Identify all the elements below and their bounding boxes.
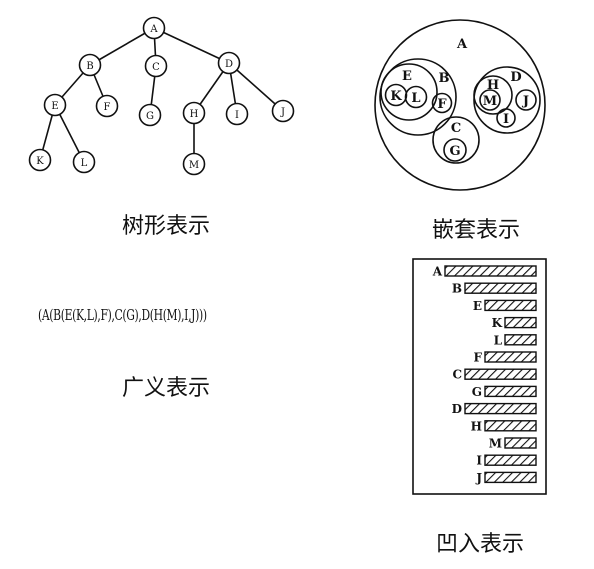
tree-edge-a-d xyxy=(153,27,230,64)
nested-label-a: A xyxy=(456,37,468,52)
nested-caption: 嵌套表示 xyxy=(431,218,521,243)
indented-bar-b xyxy=(464,282,537,294)
tree-node-d xyxy=(217,51,241,75)
tree-node-label-j: J xyxy=(280,107,285,118)
generalized-list-text: (A(B(E(K,L),F),C(G),D(H(M),I,J))) xyxy=(38,306,207,324)
indented-bar-c xyxy=(464,368,537,380)
tree-node-h xyxy=(182,101,206,125)
indented-label-j: J xyxy=(475,471,482,485)
nested-label-i: I xyxy=(503,112,509,127)
tree-node-label-b: B xyxy=(86,61,93,72)
nested-label-d: D xyxy=(510,70,521,85)
nested-circle-e xyxy=(380,63,438,121)
indented-bar-j xyxy=(484,471,537,484)
tree-node-label-a: A xyxy=(149,24,158,35)
tree-node-g xyxy=(138,103,162,127)
tree-node-k xyxy=(28,148,52,172)
nested-label-l: L xyxy=(411,91,420,106)
nested-circle-f xyxy=(431,92,453,114)
indented-bar-m xyxy=(504,437,537,449)
indented-bar-e xyxy=(484,299,537,312)
nested-label-k: K xyxy=(390,89,402,104)
nested-circle-i xyxy=(496,108,516,128)
tree-node-label-f: F xyxy=(104,102,111,113)
nested-circle-j xyxy=(515,89,537,111)
tree-edge-a-b xyxy=(89,27,155,66)
tree-node-a xyxy=(142,16,166,40)
tree-view: A B C D E F G H I J K L M xyxy=(28,16,295,176)
tree-node-label-g: G xyxy=(146,111,154,122)
indented-bar-l xyxy=(504,334,537,346)
nested-circle-g xyxy=(443,138,467,162)
nested-label-h: H xyxy=(487,78,499,93)
nested-label-g: G xyxy=(449,144,460,159)
nested-view: A B E K L F C G D H M J I xyxy=(374,19,546,191)
nested-label-m: M xyxy=(483,94,497,109)
nested-label-c: C xyxy=(451,121,461,136)
tree-node-label-c: C xyxy=(152,62,160,73)
tree-node-b xyxy=(78,53,102,77)
indented-bar-k xyxy=(504,316,537,329)
generalized-caption: 广义表示 xyxy=(121,376,211,401)
nested-circle-l xyxy=(404,85,428,109)
nested-circle-b xyxy=(379,58,457,136)
indented-label-d: D xyxy=(452,402,462,416)
tree-node-c xyxy=(144,54,168,78)
indented-bar-a xyxy=(444,265,537,277)
tree-node-label-e: E xyxy=(51,101,58,112)
nested-label-e: E xyxy=(402,69,412,84)
tree-node-f xyxy=(95,94,119,118)
tree-node-j xyxy=(271,99,295,123)
nested-label-f: F xyxy=(437,97,447,112)
nested-circle-c xyxy=(432,116,480,164)
indented-label-h: H xyxy=(471,419,482,433)
indented-label-c: C xyxy=(452,368,462,382)
tree-node-label-l: L xyxy=(81,158,88,169)
nested-circle-a xyxy=(374,19,546,191)
indented-bar-g xyxy=(484,385,537,398)
tree-node-l xyxy=(72,150,96,174)
nested-label-j: J xyxy=(522,94,529,109)
indented-caption: 凹入表示 xyxy=(435,532,525,557)
tree-node-i xyxy=(225,102,249,126)
indented-label-k: K xyxy=(492,316,503,330)
indented-bar-d xyxy=(464,402,537,415)
indented-label-g: G xyxy=(472,385,482,399)
indented-label-e: E xyxy=(473,299,482,313)
tree-node-label-m: M xyxy=(189,160,199,171)
nested-label-b: B xyxy=(439,71,450,86)
indented-label-m: M xyxy=(489,437,502,451)
indented-bar-i xyxy=(484,454,537,466)
indented-label-a: A xyxy=(432,265,443,279)
nested-circle-k xyxy=(384,83,408,107)
indented-label-i: I xyxy=(476,454,482,468)
indented-bar-h xyxy=(484,420,537,432)
tree-caption: 树形表示 xyxy=(121,214,211,239)
indented-bar-f xyxy=(484,351,537,363)
indented-frame xyxy=(412,258,547,495)
nested-circle-m xyxy=(479,89,501,111)
nested-circle-h xyxy=(473,75,513,115)
indented-label-l: L xyxy=(494,333,503,347)
tree-node-label-h: H xyxy=(190,109,199,120)
indented-label-b: B xyxy=(452,282,462,296)
tree-node-m xyxy=(182,152,206,176)
tree-node-label-i: I xyxy=(235,110,239,121)
tree-node-label-d: D xyxy=(225,59,233,70)
tree-edge-d-j xyxy=(228,62,284,112)
indented-label-f: F xyxy=(473,351,482,365)
tree-node-label-k: K xyxy=(36,156,44,167)
tree-node-e xyxy=(43,93,67,117)
